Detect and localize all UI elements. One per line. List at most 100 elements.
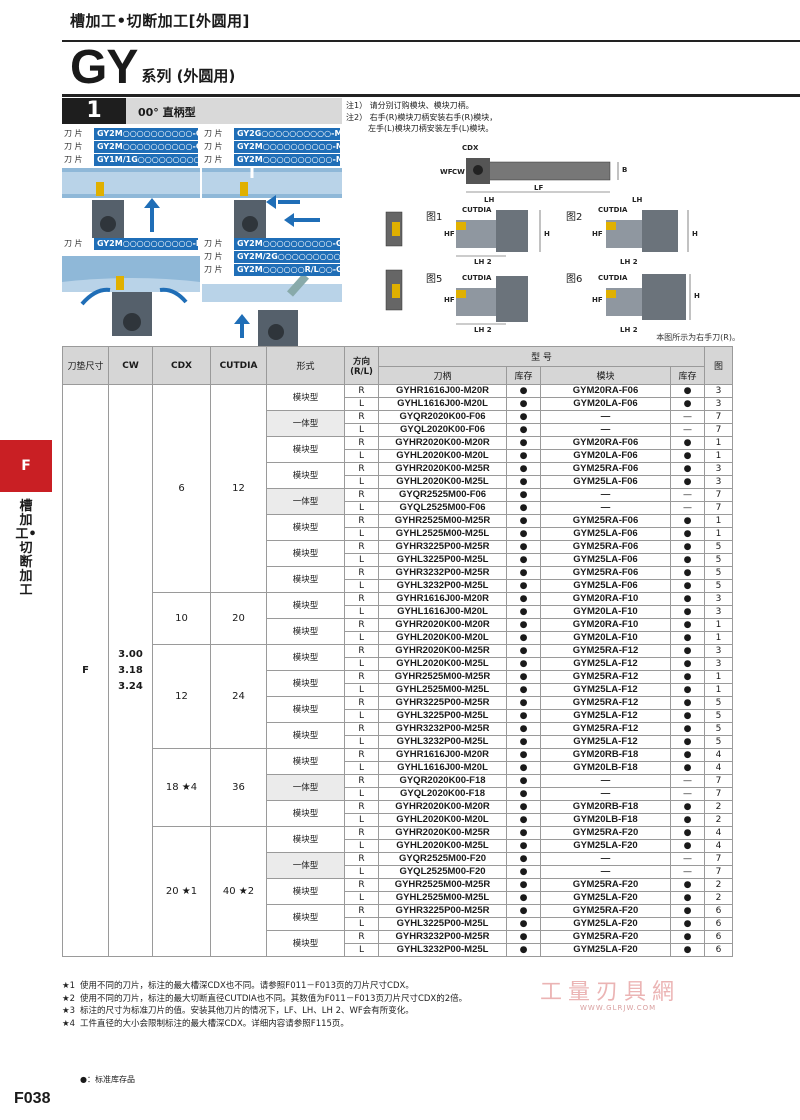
figure-cell: 4 (704, 748, 733, 762)
holder-code-cell: GYHL3232P00-M25L (378, 943, 507, 957)
direction-cell: R (344, 904, 379, 918)
figure-cell: 7 (704, 787, 733, 801)
holder-code-cell: GYHL3225P00-M25L (378, 553, 507, 567)
holder-code-cell: GYHR3232P00-M25R (378, 722, 507, 736)
direction-cell: R (344, 384, 379, 398)
module-code-cell: GYM25RA-F12 (540, 722, 671, 736)
holder-code-cell: GYHR3225P00-M25R (378, 696, 507, 710)
holder-code-cell: GYHR2020K00-M20R (378, 800, 507, 814)
figure-cell: 2 (704, 878, 733, 892)
form-cell: 模块型 (266, 826, 345, 853)
col-direction: 方向 (R/L) (344, 346, 379, 385)
holder-code-cell: GYHL2020K00-M25L (378, 657, 507, 671)
module-code-cell: GYM25RA-F20 (540, 826, 671, 840)
direction-cell: R (344, 618, 379, 632)
holder-stock-cell: ● (506, 800, 541, 814)
holder-stock-cell: ● (506, 683, 541, 697)
holder-stock-cell: ● (506, 449, 541, 463)
module-stock-cell: ● (670, 709, 705, 723)
holder-stock-cell: ● (506, 813, 541, 827)
col-pad: 刀垫尺寸 (62, 346, 109, 385)
holder-code-cell: GYHR2020K00-M25R (378, 826, 507, 840)
holder-code-cell: GYHR3232P00-M25R (378, 566, 507, 580)
holder-code-cell: GYHR3225P00-M25R (378, 904, 507, 918)
col-model: 型 号 (378, 346, 705, 367)
figure-cell: 6 (704, 904, 733, 918)
holder-code-cell: GYHL2020K00-M25L (378, 839, 507, 853)
module-stock-cell: ● (670, 670, 705, 684)
form-cell: 模块型 (266, 696, 345, 723)
holder-stock-cell: ● (506, 631, 541, 645)
direction-cell: L (344, 657, 379, 671)
figure-cell: 7 (704, 423, 733, 437)
holder-stock-cell: ● (506, 514, 541, 528)
figure-cell: 5 (704, 540, 733, 554)
figure-cell: 5 (704, 566, 733, 580)
holder-stock-cell: ● (506, 930, 541, 944)
module-stock-cell: ● (670, 397, 705, 411)
figure-cell: 5 (704, 579, 733, 593)
direction-cell: R (344, 592, 379, 606)
holder-code-cell: GYHL2525M00-M25L (378, 683, 507, 697)
module-code-cell: GYM25LA-F20 (540, 891, 671, 905)
figure-cell: 7 (704, 501, 733, 515)
form-cell: 模块型 (266, 748, 345, 775)
holder-code-cell: GYHL2020K00-M20L (378, 813, 507, 827)
cdx-cell: 20 ★1 (152, 826, 211, 957)
module-code-cell: GYM20RA-F10 (540, 618, 671, 632)
illustration-graphics (62, 168, 342, 346)
module-code-cell: GYM25LA-F20 (540, 917, 671, 931)
module-code-cell: GYM25LA-F20 (540, 943, 671, 957)
module-stock-cell: ● (670, 826, 705, 840)
holder-stock-cell: ● (506, 605, 541, 619)
module-stock-cell: ● (670, 579, 705, 593)
figure-cell: 3 (704, 384, 733, 398)
module-stock-cell: — (670, 423, 705, 437)
dim-lh2: LH 2 (620, 258, 638, 266)
module-code-cell: — (540, 852, 671, 866)
figure-cell: 1 (704, 449, 733, 463)
holder-stock-cell: ● (506, 696, 541, 710)
module-code-cell: GYM25RA-F12 (540, 644, 671, 658)
module-code-cell: GYM25RA-F12 (540, 670, 671, 684)
holder-code-cell: GYQR2525M00-F06 (378, 488, 507, 502)
dim-cutdia: CUTDIA (598, 206, 628, 214)
holder-code-cell: GYHL2020K00-M25L (378, 475, 507, 489)
module-code-cell: — (540, 488, 671, 502)
module-code-cell: GYM25LA-F12 (540, 683, 671, 697)
col-holder: 刀柄 (378, 366, 507, 385)
holder-stock-cell: ● (506, 397, 541, 411)
holder-code-cell: GYQL2525M00-F06 (378, 501, 507, 515)
section-tab-f[interactable]: F (0, 440, 52, 492)
module-code-cell: — (540, 774, 671, 788)
holder-stock-cell: ● (506, 488, 541, 502)
col-stock-module: 库存 (670, 366, 705, 385)
module-code-cell: GYM25RA-F06 (540, 566, 671, 580)
direction-cell: L (344, 423, 379, 437)
figure-1-label: 图1 (426, 212, 443, 223)
module-stock-cell: ● (670, 514, 705, 528)
cdx-cell: 18 ★4 (152, 748, 211, 827)
dim-b: B (622, 166, 628, 174)
figure-cell: 2 (704, 813, 733, 827)
figure-cell: 5 (704, 722, 733, 736)
holder-stock-cell: ● (506, 527, 541, 541)
module-stock-cell: ● (670, 904, 705, 918)
form-cell: 一体型 (266, 774, 345, 801)
direction-cell: L (344, 787, 379, 801)
holder-code-cell: GYQR2020K00-F18 (378, 774, 507, 788)
holder-code-cell: GYHR1616J00-M20R (378, 592, 507, 606)
module-code-cell: — (540, 501, 671, 515)
